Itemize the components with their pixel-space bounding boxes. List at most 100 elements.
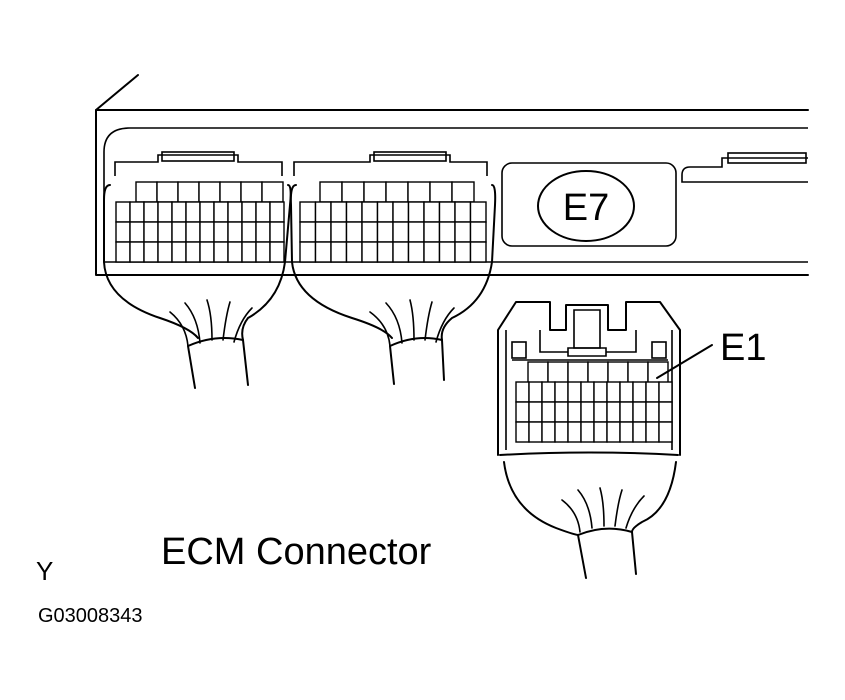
terminal-cell [345,201,363,223]
terminal-cell [606,421,621,443]
terminal-cell [632,421,647,443]
e1-wires [561,487,645,533]
terminal-cell [361,241,379,263]
terminal-cell [255,221,271,243]
terminal-cell [376,201,394,223]
terminal-cell [314,201,332,223]
terminal-cell [407,201,425,223]
terminal-cell [129,201,145,223]
terminal-cell [580,421,595,443]
terminal-cell [438,221,456,243]
terminal-cell [376,241,394,263]
terminal-cell [619,401,634,423]
terminal-cell [363,181,387,203]
terminal-cell [319,181,343,203]
terminal-cell [177,181,200,203]
terminal-cell [587,361,609,385]
terminal-cell [299,241,317,263]
terminal-cell [213,201,229,223]
left-connector [103,151,292,389]
terminal-cell [345,241,363,263]
terminal-cell [330,221,348,243]
terminal-cell [392,201,410,223]
terminal-cell [645,381,660,403]
e7-label-circle [537,170,635,242]
e1-cable [577,527,637,579]
terminal-cell [143,201,159,223]
terminal-cell [330,201,348,223]
terminal-cell [269,221,285,243]
terminal-cell [593,401,608,423]
e1-terminal-grid [515,361,673,443]
terminal-cell [528,421,543,443]
orientation-letter: Y [36,556,53,586]
terminal-cell [171,241,187,263]
terminal-cell [392,241,410,263]
ecm-housing [95,74,809,276]
terminal-cell [407,241,425,263]
terminal-cell [423,201,441,223]
terminal-cell [547,361,569,385]
terminal-cell [143,241,159,263]
middle-terminal-grid [299,181,487,263]
terminal-cell [593,421,608,443]
terminal-cell [423,241,441,263]
terminal-cell [541,421,556,443]
terminal-cell [645,421,660,443]
terminal-cell [185,241,201,263]
left-terminal-grid [115,181,285,263]
terminal-cell [454,241,472,263]
terminal-cell [567,401,582,423]
terminal-cell [129,221,145,243]
terminal-cell [314,221,332,243]
terminal-cell [554,401,569,423]
e7-label: E7 [563,187,609,229]
terminal-cell [515,381,530,403]
terminal-cell [658,421,673,443]
terminal-cell [213,221,229,243]
terminal-cell [567,381,582,403]
terminal-cell [143,221,159,243]
terminal-cell [185,201,201,223]
terminal-cell [658,401,673,423]
terminal-cell [515,421,530,443]
terminal-cell [607,361,629,385]
terminal-cell [135,181,158,203]
terminal-cell [527,361,549,385]
terminal-cell [645,401,660,423]
terminal-cell [157,221,173,243]
terminal-cell [541,381,556,403]
e1-callout: E1 [656,327,766,379]
terminal-cell [454,221,472,243]
terminal-cell [469,221,487,243]
terminal-cell [376,221,394,243]
terminal-cell [438,241,456,263]
terminal-cell [515,401,530,423]
terminal-cell [627,361,649,385]
terminal-cell [199,201,215,223]
terminal-cell [632,401,647,423]
terminal-cell [171,201,187,223]
terminal-cell [240,181,263,203]
terminal-cell [469,201,487,223]
terminal-cell [528,401,543,423]
terminal-cell [269,241,285,263]
terminal-cell [385,181,409,203]
terminal-cell [171,221,187,243]
terminal-cell [554,421,569,443]
terminal-cell [593,381,608,403]
terminal-cell [299,201,317,223]
terminal-cell [438,201,456,223]
terminal-cell [451,181,475,203]
terminal-cell [115,241,131,263]
terminal-cell [619,381,634,403]
terminal-cell [255,241,271,263]
terminal-cell [658,381,673,403]
terminal-cell [115,201,131,223]
terminal-cell [407,181,431,203]
terminal-cell [554,381,569,403]
terminal-cell [580,401,595,423]
terminal-cell [185,221,201,243]
e1-connector [497,301,681,579]
